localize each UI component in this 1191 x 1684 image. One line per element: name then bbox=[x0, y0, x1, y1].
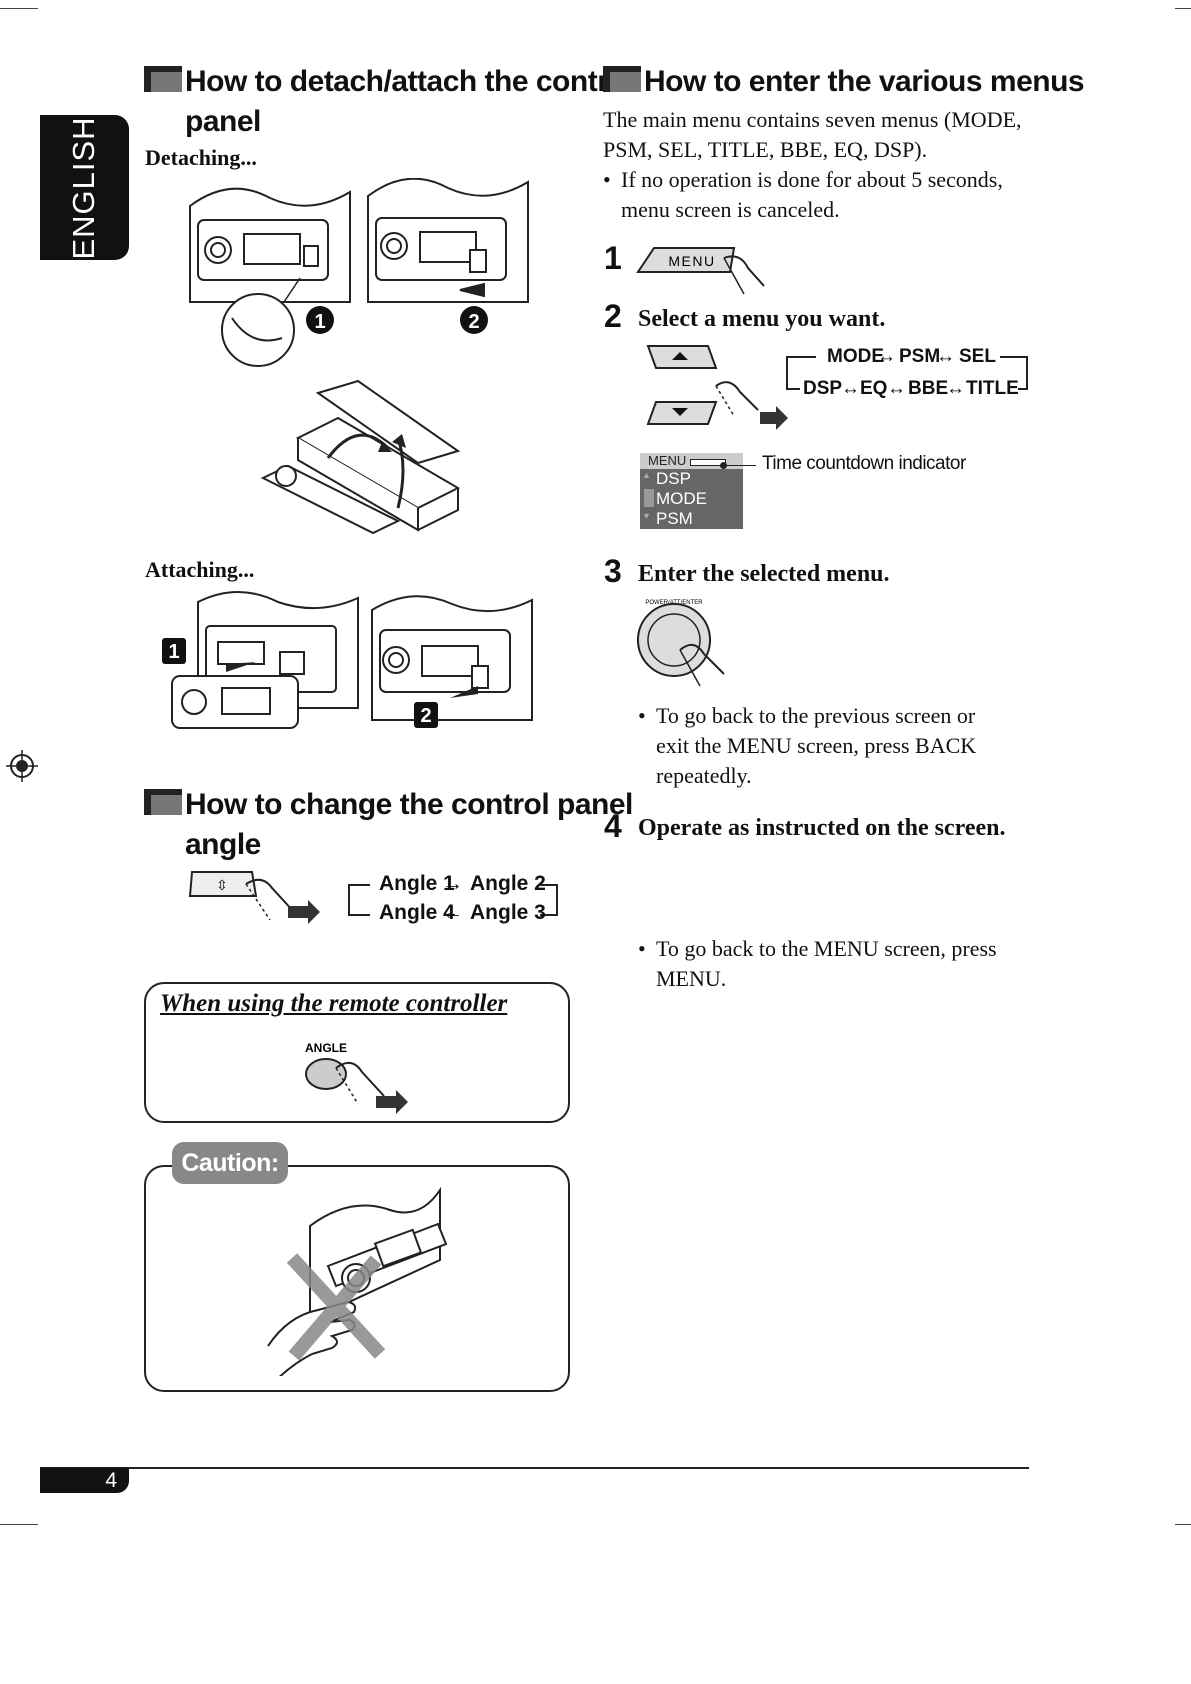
display-item: ▲ bbox=[642, 470, 651, 480]
section-title-angle: How to change the control panel angle bbox=[185, 788, 633, 861]
section-title-menus: How to enter the various menus bbox=[644, 65, 1085, 98]
crop-mark bbox=[1175, 1524, 1191, 1525]
page-number: 4 bbox=[105, 1469, 117, 1492]
menu-dsp: DSP bbox=[803, 378, 843, 399]
time-countdown-label: Time countdown indicator bbox=[762, 453, 966, 474]
arrow-left-icon: ← bbox=[442, 901, 463, 924]
arrow-both-icon: ↔ bbox=[887, 378, 906, 399]
step-3-title: Enter the selected menu. bbox=[638, 561, 890, 587]
step-mark-2: 2 bbox=[468, 311, 479, 333]
menu-button-illustration: MENU bbox=[636, 247, 765, 295]
crop-mark bbox=[0, 8, 38, 9]
indicator-dot bbox=[720, 462, 727, 469]
step-4-title: Operate as instructed on the screen. bbox=[638, 815, 1006, 841]
menus-intro: The main menu contains seven menus (MODE… bbox=[603, 105, 1043, 225]
registration-mark-icon bbox=[6, 750, 38, 782]
car-unit-illustration bbox=[367, 178, 529, 303]
arrow-right-icon: → bbox=[442, 872, 463, 895]
section-title-detach: How to detach/attach the control panel bbox=[185, 65, 635, 138]
language-tab-label: ENGLISH bbox=[66, 116, 101, 260]
car-unit-illustration bbox=[171, 591, 359, 729]
angle-button-illustration: ⇳ bbox=[188, 871, 320, 924]
menu-title: TITLE bbox=[966, 378, 1019, 399]
angle-flow-diagram: Angle 1 → Angle 2 Angle 4 ← Angle 3 bbox=[348, 870, 560, 930]
menu-eq: EQ bbox=[860, 378, 888, 399]
case-illustration bbox=[260, 379, 461, 535]
angle-3-label: Angle 3 bbox=[470, 901, 546, 924]
attach-illustration: 1 2 bbox=[162, 591, 533, 729]
display-item: DSP bbox=[656, 469, 691, 488]
arrow-both-icon: ↔ bbox=[946, 378, 965, 399]
crop-mark bbox=[0, 1524, 38, 1525]
section-marker-icon bbox=[603, 66, 641, 92]
arrow-both-icon: ↔ bbox=[877, 346, 896, 367]
enter-knob-illustration: POWER/ATT/ENTER bbox=[637, 600, 725, 687]
step-4-bullet: To go back to the MENU screen, press MEN… bbox=[638, 934, 1036, 994]
caution-badge: Caution: bbox=[172, 1142, 288, 1184]
menu-button-label: MENU bbox=[668, 253, 715, 269]
page-number-tab: 4 bbox=[40, 1468, 129, 1493]
language-tab: ENGLISH bbox=[40, 115, 129, 260]
display-item: MODE bbox=[656, 489, 707, 508]
detach-illustration: 1 2 bbox=[189, 178, 529, 367]
step-mark-1: 1 bbox=[168, 641, 179, 663]
step-mark-2: 2 bbox=[420, 705, 431, 727]
detaching-label: Detaching... bbox=[145, 145, 257, 170]
step-4-number: 4 bbox=[604, 808, 622, 844]
intro-bullet: If no operation is done for about 5 seco… bbox=[603, 165, 1043, 225]
up-arrow-icon bbox=[672, 352, 688, 360]
attaching-label: Attaching... bbox=[145, 557, 255, 582]
step-3-bullet: To go back to the previous screen or exi… bbox=[638, 701, 1036, 791]
section-marker-icon bbox=[144, 66, 182, 92]
angle-button-label: ANGLE bbox=[305, 1041, 347, 1055]
caution-label: Caution: bbox=[181, 1149, 279, 1177]
menu-sel: SEL bbox=[959, 346, 996, 367]
down-arrow-icon bbox=[672, 408, 688, 416]
step-2-number: 2 bbox=[604, 298, 622, 334]
caution-illustration bbox=[267, 1186, 448, 1376]
display-item: ▼ bbox=[642, 511, 651, 521]
angle-2-label: Angle 2 bbox=[470, 872, 546, 895]
car-unit-illustration bbox=[371, 595, 533, 721]
display-item-selected bbox=[644, 489, 654, 507]
step-mark-1: 1 bbox=[314, 311, 325, 333]
angle-4-label: Angle 4 bbox=[379, 901, 455, 924]
menu-mode: MODE bbox=[827, 346, 884, 367]
step-2-title: Select a menu you want. bbox=[638, 306, 886, 332]
car-unit-illustration bbox=[189, 187, 351, 303]
menu-psm: PSM bbox=[899, 346, 941, 367]
menu-flow-diagram: MODE ↔ PSM ↔ SEL DSP ↔ EQ ↔ BBE ↔ TITLE bbox=[786, 346, 1030, 402]
knob-label: POWER/ATT/ENTER bbox=[645, 600, 703, 606]
angle-1-label: Angle 1 bbox=[379, 872, 455, 895]
step-1-number: 1 bbox=[604, 240, 622, 276]
display-item: PSM bbox=[656, 509, 693, 528]
footer-rule bbox=[40, 1467, 1029, 1469]
display-header-label: MENU bbox=[648, 453, 687, 468]
up-down-buttons-illustration bbox=[646, 345, 788, 430]
remote-box-title: When using the remote controller bbox=[160, 990, 508, 1017]
arrow-both-icon: ↔ bbox=[936, 346, 955, 367]
menu-bbe: BBE bbox=[908, 378, 949, 399]
indicator-leader-line bbox=[722, 465, 756, 466]
arrow-both-icon: ↔ bbox=[841, 378, 860, 399]
remote-angle-button-illustration: ANGLE bbox=[305, 1041, 408, 1114]
section-marker-icon bbox=[144, 789, 182, 815]
remote-controller-box: When using the remote controller ANGLE bbox=[144, 982, 570, 1123]
angle-symbol-icon: ⇳ bbox=[216, 877, 228, 893]
crop-mark bbox=[1175, 8, 1191, 9]
step-3-number: 3 bbox=[604, 553, 622, 589]
